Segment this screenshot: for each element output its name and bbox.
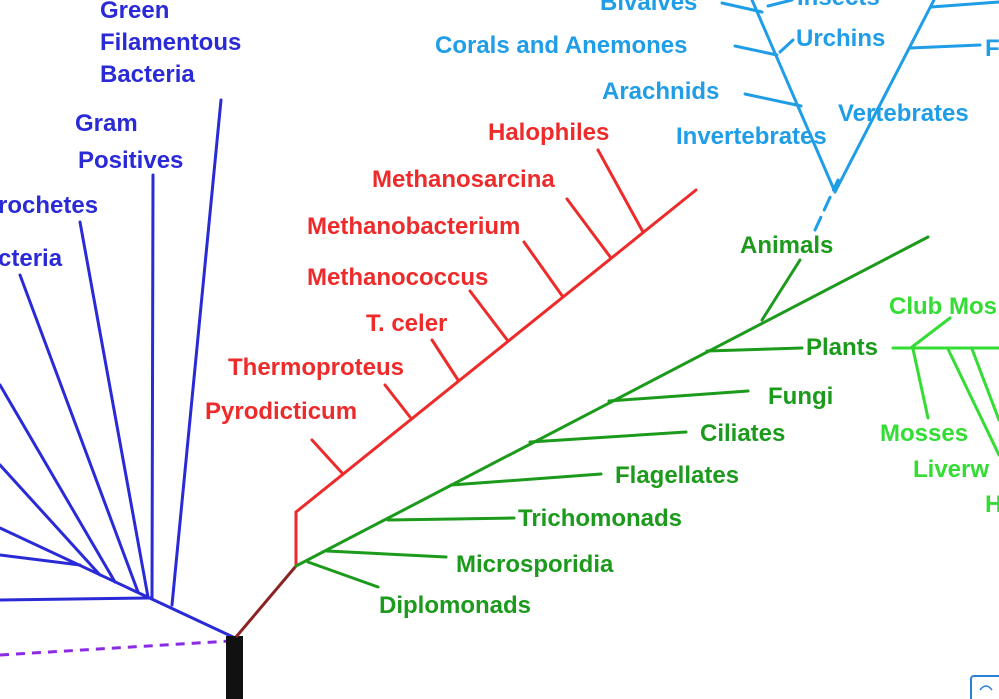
label-fungi: Fungi — [768, 383, 833, 410]
label-vertebrates: Vertebrates — [838, 100, 969, 127]
label-methanobacterium: Methanobacterium — [307, 213, 520, 240]
root-dashed-line — [0, 639, 231, 657]
label-spirochetes: rochetes — [0, 192, 98, 219]
root-trunk — [226, 636, 243, 699]
label-green-filamentous-line1: Green — [100, 0, 169, 24]
label-invertebrates: Invertebrates — [676, 123, 827, 150]
label-green-filamentous-line2: Filamentous — [100, 29, 241, 56]
label-cteria: cteria — [0, 245, 63, 272]
bacteria-branch-3 — [0, 383, 117, 584]
plants-branch-mosses — [911, 347, 930, 420]
label-club-mosses: Club Mos — [889, 293, 997, 320]
label-t-celer: T. celer — [366, 310, 447, 337]
eukarya-branch-flagellates — [449, 472, 603, 487]
label-urchins: Urchins — [796, 25, 885, 52]
bacteria-branch-cteria — [18, 273, 140, 594]
archaea-branch-thermoproteus — [383, 383, 412, 419]
animals-branch-arachnids — [743, 92, 803, 108]
bacteria-branch-gram-positives — [150, 173, 155, 601]
archaea-main-branch — [294, 188, 698, 514]
label-bivalves: Bivalves — [600, 0, 697, 16]
animals-main-right — [833, 0, 936, 194]
label-diplomonads: Diplomonads — [379, 592, 531, 619]
archaea-branches — [294, 148, 698, 568]
archaea-branch-halophiles — [596, 148, 645, 234]
archaea-branch-pyrodicticum — [310, 438, 345, 476]
label-ciliates: Ciliates — [700, 420, 785, 447]
plants-branch-h — [970, 347, 999, 422]
plants-branch-liverworts — [946, 347, 999, 457]
label-mosses: Mosses — [880, 420, 968, 447]
label-gram-positives-line1: Gram — [75, 110, 138, 137]
bacteria-branch-lower — [0, 596, 152, 602]
label-pyrodicticum: Pyrodicticum — [205, 398, 357, 425]
animals-branch-corals — [733, 44, 779, 57]
label-plants: Plants — [806, 334, 878, 361]
label-thermoproteus: Thermoproteus — [228, 354, 404, 381]
label-liverworts: Liverw — [913, 456, 989, 483]
eukarya-branch-diplomonads — [306, 560, 380, 589]
plants-branches — [891, 316, 999, 457]
archaea-branch-t-celer — [430, 338, 460, 382]
animals-branch-urchins — [778, 38, 795, 54]
eukarya-branch-microsporidia — [325, 549, 448, 559]
corner-window-icon[interactable] — [970, 675, 999, 699]
bacteria-branch-2 — [0, 463, 102, 577]
label-animals: Animals — [740, 232, 833, 259]
bacteria-branches — [0, 98, 235, 639]
eukarya-branch-plants — [705, 346, 804, 353]
animals-main-left — [750, 0, 837, 194]
eukarya-branch-animals — [760, 258, 802, 322]
label-green-filamentous-line3: Bacteria — [100, 61, 195, 88]
bacteria-main-branch — [0, 526, 235, 639]
bacteria-branch-green-filamentous — [170, 98, 223, 607]
label-insects: Insects — [797, 0, 880, 11]
archaea-branch-methanosarcina — [565, 197, 613, 260]
label-gram-positives-line2: Positives — [78, 147, 183, 174]
animals-branches — [720, 0, 999, 232]
plants-branch-club-mosses — [910, 316, 952, 349]
animals-branch-bivalves — [720, 1, 764, 14]
archaea-eukarya-stem — [234, 565, 298, 638]
animals-branch-fish — [908, 43, 982, 50]
eukarya-branch-ciliates — [528, 430, 688, 444]
label-microsporidia: Microsporidia — [456, 551, 614, 578]
label-flagellates: Flagellates — [615, 462, 739, 489]
label-h-partial: H — [985, 491, 999, 518]
bacteria-branch-spirochetes — [78, 220, 150, 599]
label-corals-and-anemones: Corals and Anemones — [435, 32, 688, 59]
archaea-branch-methanobacterium — [522, 240, 565, 299]
eukarya-branch-fungi — [607, 389, 750, 403]
eukarya-branches — [294, 235, 930, 589]
label-trichomonads: Trichomonads — [518, 505, 682, 532]
label-methanococcus: Methanococcus — [307, 264, 488, 291]
label-halophiles: Halophiles — [488, 119, 609, 146]
animals-branch-insects — [766, 0, 794, 8]
eukarya-branch-trichomonads — [386, 516, 516, 522]
label-fish-partial: F — [985, 35, 999, 62]
animals-branch-right-top — [929, 0, 999, 9]
label-arachnids: Arachnids — [602, 78, 719, 105]
bacteria-branch-1 — [0, 553, 82, 567]
label-methanosarcina: Methanosarcina — [372, 166, 555, 193]
archaea-branch-methanococcus — [468, 289, 510, 343]
